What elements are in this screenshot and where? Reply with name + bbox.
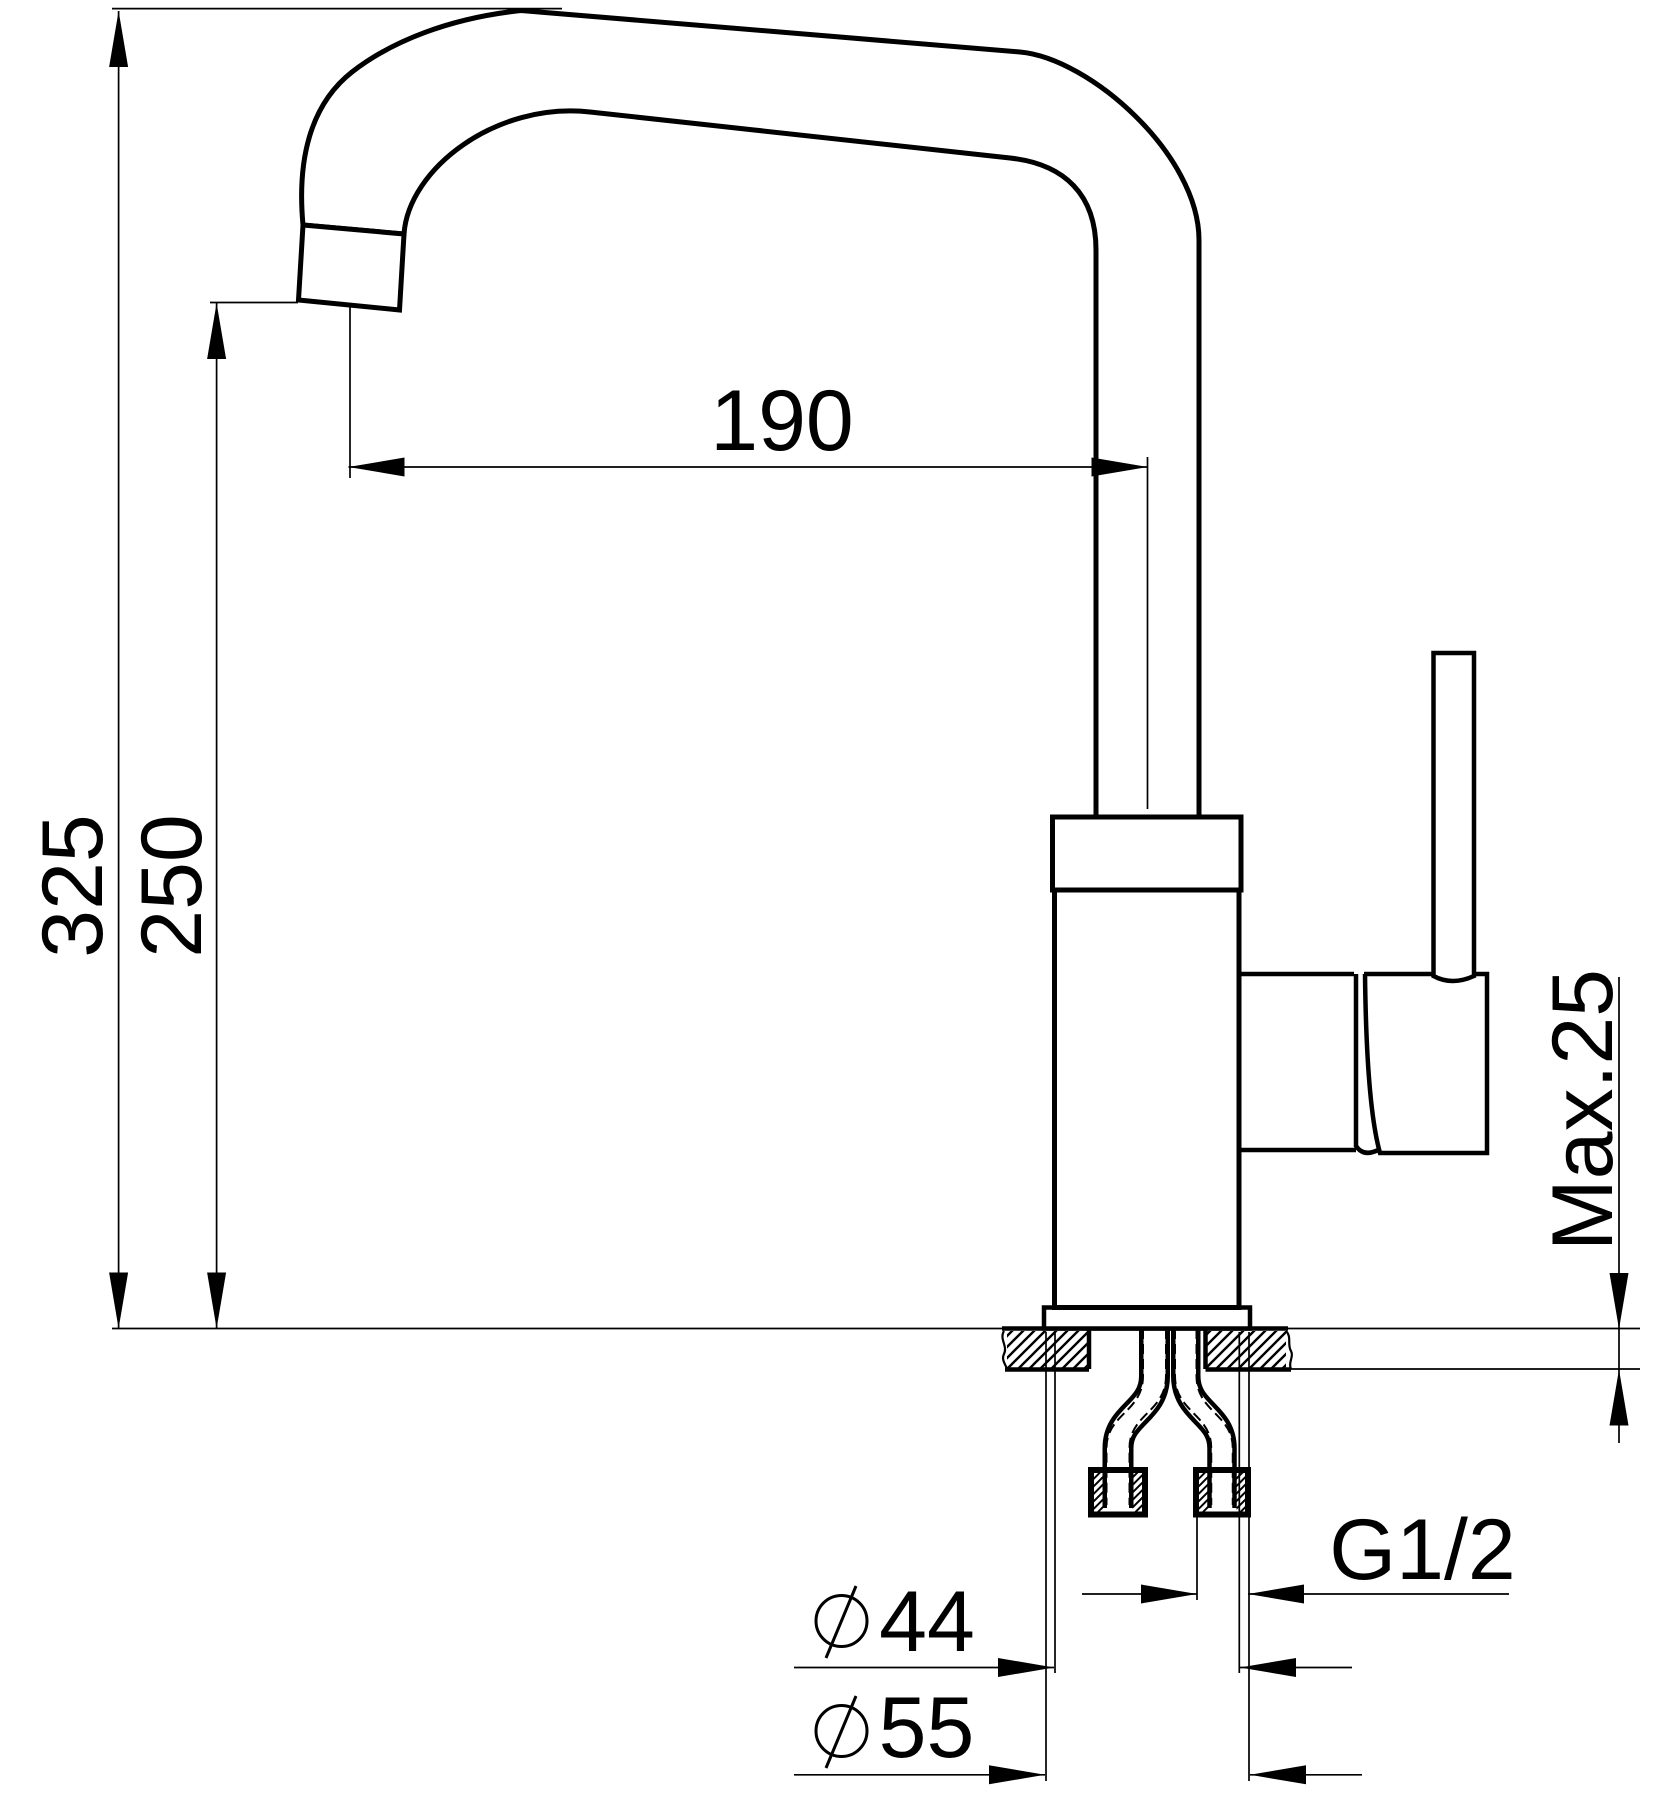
svg-text:325: 325 [25,814,121,958]
svg-text:Max.25: Max.25 [1535,969,1631,1251]
svg-text:55: 55 [879,1680,975,1776]
svg-text:250: 250 [124,814,220,958]
svg-text:190: 190 [710,373,854,469]
svg-text:44: 44 [879,1574,975,1670]
svg-text:G1/2: G1/2 [1329,1502,1515,1598]
